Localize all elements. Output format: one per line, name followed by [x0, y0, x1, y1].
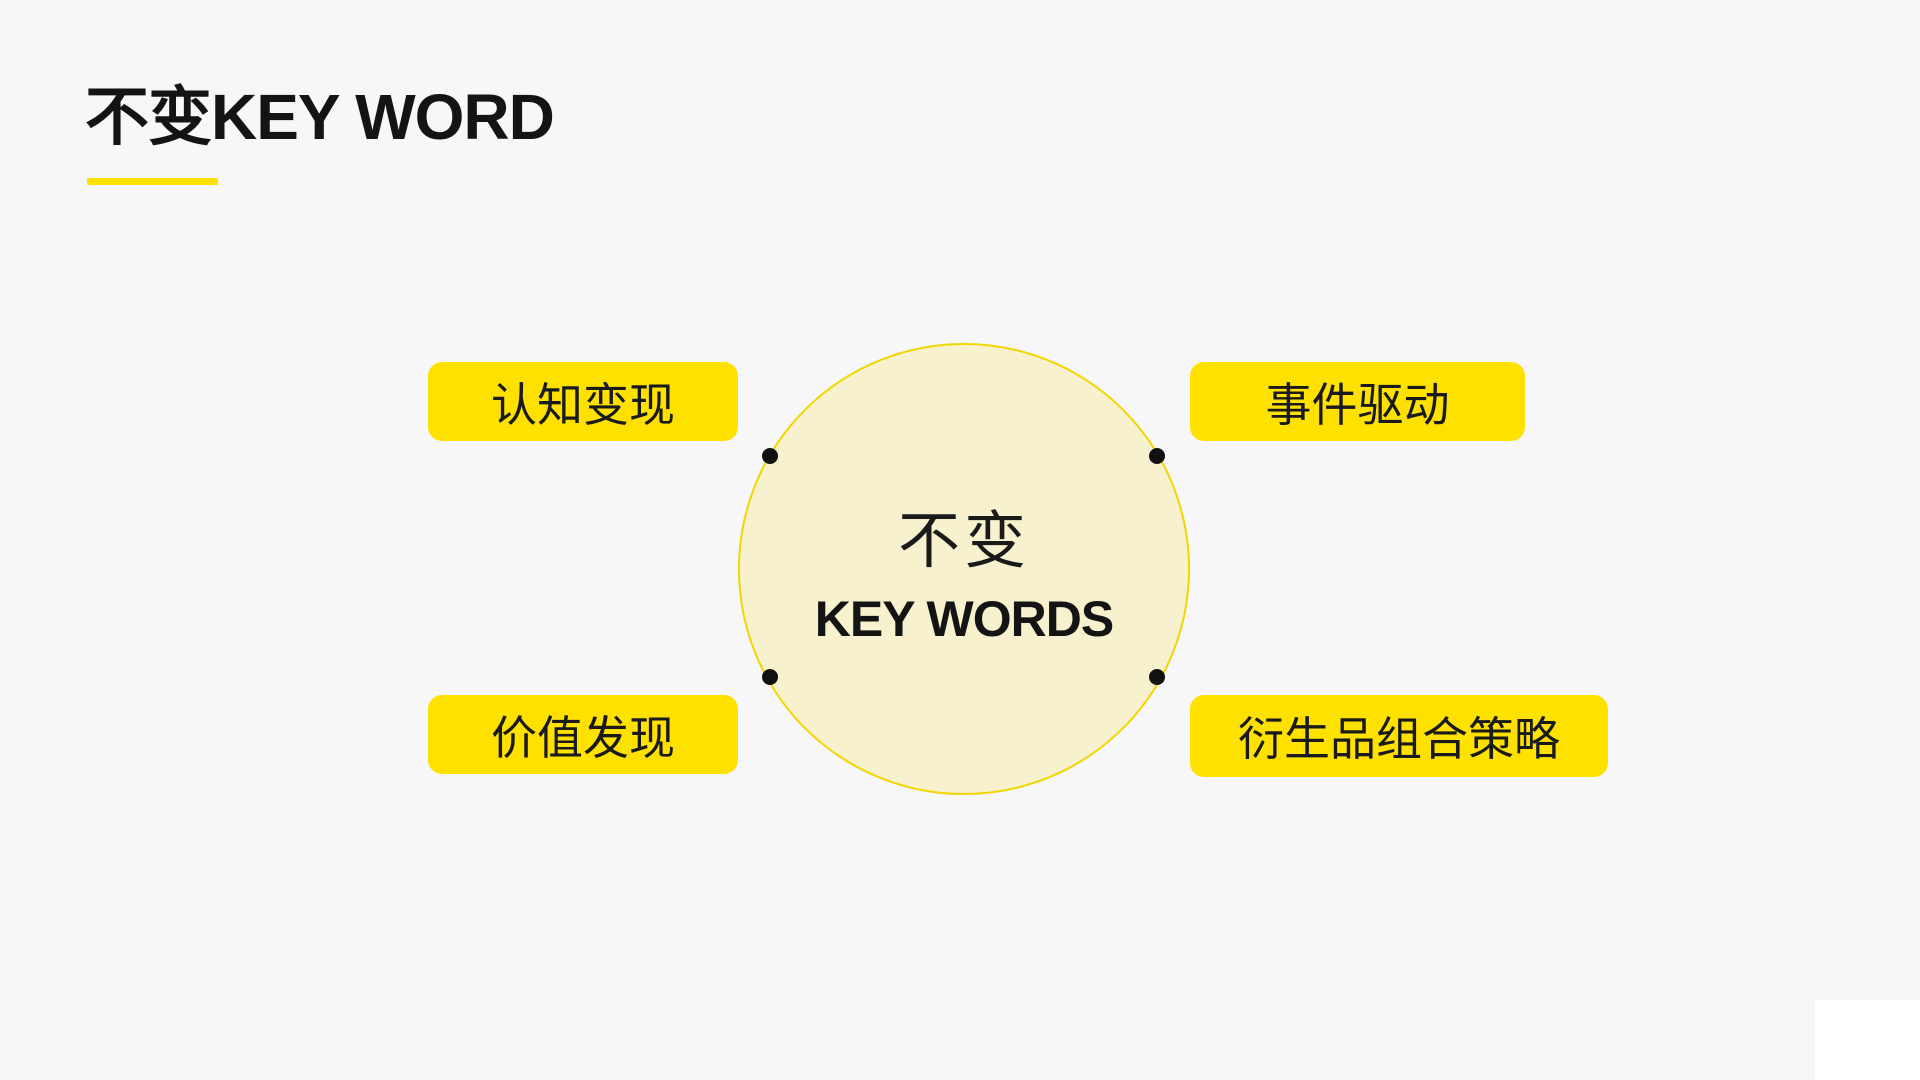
connector-dot-top-left	[762, 448, 778, 464]
circle-label-en: KEY WORDS	[814, 591, 1114, 648]
keyword-box-top-right: 事件驱动	[1190, 362, 1525, 441]
connector-dot-bottom-right	[1149, 669, 1165, 685]
connector-dot-top-right	[1149, 448, 1165, 464]
keyword-box-bottom-left: 价值发现	[428, 695, 738, 774]
title-underline	[87, 178, 218, 185]
keyword-box-bottom-right: 衍生品组合策略	[1190, 695, 1608, 777]
keyword-box-top-left: 认知变现	[428, 362, 738, 441]
central-circle: 不变 KEY WORDS	[738, 343, 1190, 795]
slide-title: 不变KEY WORD	[85, 81, 555, 153]
circle-label-cn: 不变	[897, 506, 1030, 576]
corner-white-mask	[1815, 1000, 1920, 1080]
connector-dot-bottom-left	[762, 669, 778, 685]
